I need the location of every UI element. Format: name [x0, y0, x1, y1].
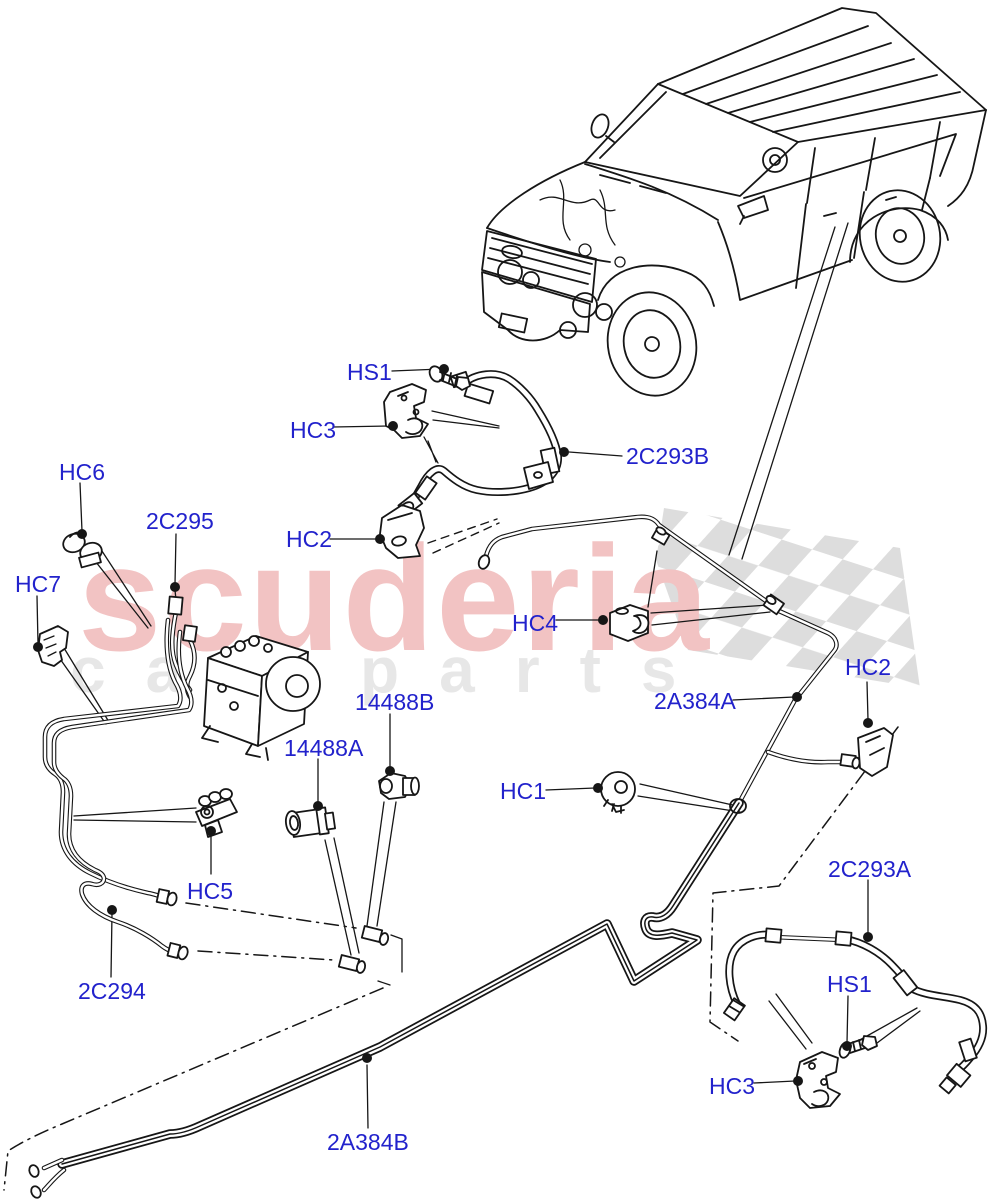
pointer-lines: [57, 222, 921, 1050]
union-fitting-lower: [337, 954, 367, 974]
part-label-hc1[interactable]: HC1: [500, 778, 547, 804]
part-label-2c295[interactable]: 2C295: [146, 508, 214, 534]
connector-14488a: [284, 806, 336, 838]
checkered-flag-watermark: [656, 508, 920, 688]
construction-lines: [3, 518, 899, 1191]
label-leader-lines: [36, 368, 869, 1129]
part-label-hc4[interactable]: HC4: [512, 610, 559, 636]
brake-pipe-2a384b-twin-run: [28, 798, 747, 1199]
vehicle-illustration: [481, 7, 987, 397]
part-label-2a384a[interactable]: 2A384A: [654, 688, 736, 714]
brake-pipe-2c294: [42, 617, 194, 961]
part-label-hc6[interactable]: HC6: [59, 459, 106, 485]
pipe-clip-hc5: [195, 788, 238, 838]
part-label-2c293b[interactable]: 2C293B: [626, 443, 710, 469]
part-label-2c293a[interactable]: 2C293A: [828, 856, 912, 882]
tube-nut-mid: [762, 593, 785, 616]
part-label-hs1-rear[interactable]: HS1: [827, 971, 872, 997]
rear-hose-bracket-hc3: [795, 1051, 841, 1109]
brand-watermark-sub-right: parts: [360, 634, 717, 706]
leader-dots: [33, 364, 873, 1086]
part-label-hc2-rear[interactable]: HC2: [845, 654, 892, 680]
union-fitting-upper: [360, 925, 390, 946]
part-label-2c294[interactable]: 2C294: [78, 978, 146, 1004]
part-label-hc5[interactable]: HC5: [187, 878, 234, 904]
rear-brake-hose-2c293a: [723, 927, 988, 1095]
front-bolt-hs1: [428, 365, 471, 391]
grommet-hc1: [600, 771, 636, 814]
pipe-clip-hc6: [62, 531, 103, 569]
pipe-clip-hc7: [37, 625, 69, 667]
part-label-hs1-front[interactable]: HS1: [347, 359, 392, 385]
part-label-hc2-front[interactable]: HC2: [286, 526, 333, 552]
part-label-hc3-rear[interactable]: HC3: [709, 1073, 756, 1099]
part-label-14488b[interactable]: 14488B: [355, 689, 435, 715]
part-label-14488a[interactable]: 14488A: [284, 735, 364, 761]
pipe-clip-hc4: [609, 604, 650, 642]
part-label-hc3-front[interactable]: HC3: [290, 417, 337, 443]
part-label-hc7[interactable]: HC7: [15, 571, 62, 597]
connector-14488b: [378, 772, 420, 800]
abs-module: [201, 635, 321, 761]
pipe-clip-small: [651, 526, 671, 546]
pipe-bracket-hc2-rear: [857, 727, 894, 777]
part-label-2a384b[interactable]: 2A384B: [327, 1129, 409, 1155]
brake-pipe-2a384a: [477, 514, 861, 806]
